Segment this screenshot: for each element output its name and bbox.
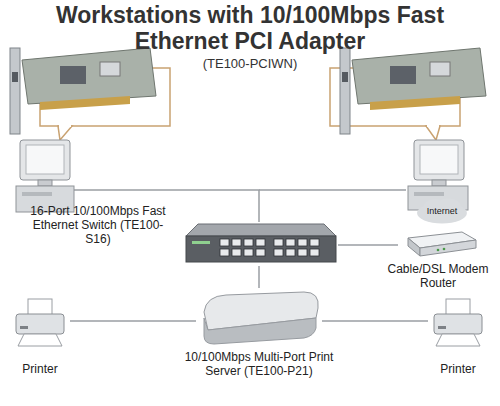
device-label: 16-Port 10/100Mbps Fast Ethernet Switch … <box>28 204 168 246</box>
printer-node: Printer <box>10 296 70 348</box>
switch-node: 16-Port 10/100Mbps Fast Ethernet Switch … <box>178 222 338 266</box>
modem-node: Cable/DSL Modem Router <box>398 230 478 260</box>
pci-card-callout <box>330 48 486 140</box>
network-cable <box>338 244 398 246</box>
switch-icon <box>178 222 338 266</box>
network-cable <box>322 320 428 322</box>
printer-node: Printer <box>428 296 488 348</box>
device-label: Cable/DSL Modem Router <box>386 262 490 290</box>
device-label: Printer <box>10 362 70 376</box>
printer-icon <box>10 296 70 348</box>
device-label: 10/100Mbps Multi-Port Print Server (TE10… <box>184 350 334 378</box>
printer-icon <box>428 296 488 348</box>
cloud-label: Internet <box>427 206 458 217</box>
cloud-node: Internet <box>416 198 468 224</box>
diagram-title: Workstations with 10/100Mbps Fast Ethern… <box>40 2 460 54</box>
device-label: Printer <box>428 362 488 376</box>
network-cable <box>258 266 260 288</box>
server-icon <box>196 288 322 346</box>
modem-icon <box>398 230 478 260</box>
network-cable <box>70 320 196 322</box>
server-node: 10/100Mbps Multi-Port Print Server (TE10… <box>196 288 322 346</box>
model-number: (TE100-PCIWN) <box>175 56 325 71</box>
pci-card-callout <box>10 48 170 140</box>
workstation-computer <box>16 140 74 212</box>
